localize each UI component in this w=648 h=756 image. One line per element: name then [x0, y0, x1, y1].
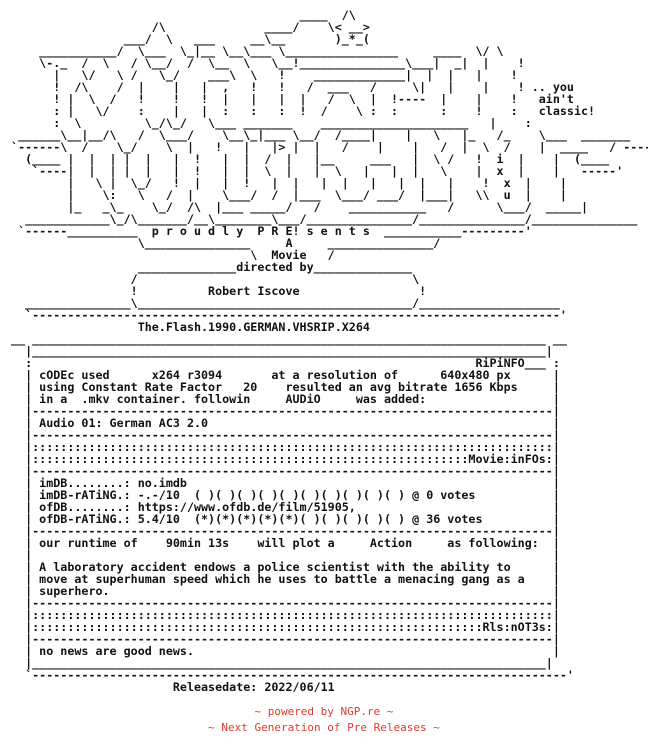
nfo-line: ____________\_/\_______/__\________\___/…	[4, 212, 638, 226]
nfo-line: ___________/ \___ \_|__ \__\___ \_______…	[4, 44, 504, 58]
nfo-line: Releasedate: 2022/06/11	[4, 680, 335, 694]
nfo-line: | in a .mkv container. followin AUDiO wa…	[4, 392, 560, 406]
nfo-line: |---------------------------------------…	[4, 428, 560, 442]
nfo-line: ______________directed by______________	[4, 260, 413, 274]
nfo-line: \ Movie /	[4, 248, 335, 262]
nfo-line: ! /\ / | | | , ! ! / ___ / \| | | ! .. y…	[4, 80, 574, 94]
nfo-line: | \/ \ / \_/ ___\ \ ! _____________| | |…	[4, 68, 518, 82]
nfo-line: The.Flash.1990.GERMAN.VHSRIP.X264	[4, 320, 370, 334]
nfo-line: __ _____________________________________…	[4, 332, 567, 346]
nfo-line: |---------------------------------------…	[4, 596, 560, 610]
nfo-line: | using Constant Rate Factor 20 resulted…	[4, 380, 560, 394]
nfo-line: \-._ / \ / \__/ / \__ \ \__!____________…	[4, 56, 525, 70]
nfo-line: _______________\________________________…	[4, 296, 560, 310]
nfo-line: `---------------------------------------…	[4, 668, 574, 682]
nfo-line: |---------------------------------------…	[4, 632, 560, 646]
nfo-line: | ofDB-rATiNG.: 5.4/10 (*)(*)(*)(*)(*)( …	[4, 512, 560, 526]
nfo-line: | cODEc used x264 r3094 at a resolution …	[4, 368, 560, 382]
nfo-line: ___/ \ ___ __\__ )_*_(	[4, 32, 370, 46]
nfo-line: : | \/ : | | : : : ! / \ : : : ! : class…	[4, 104, 596, 118]
nfo-line: |_______________________________________…	[4, 656, 553, 670]
nfo-line: : \ \_/\_/ \___ _______ ________________…	[4, 116, 532, 130]
nfo-line: | ofDB........: https://www.ofdb.de/film…	[4, 500, 560, 514]
nfo-line: : RiPiNFO___ :	[4, 356, 560, 370]
nfo-line: ! | \ / ! ! ! | | | | / \ | !---- | | ! …	[4, 92, 574, 106]
nfo-line: `------__________ p r o u d l y P R E! s…	[4, 224, 532, 238]
nfo-line: |---------------------------------------…	[4, 524, 560, 538]
nfo-line: | \: \ / | \___/ / |___ \___/ ___/ |___|…	[4, 188, 567, 202]
nfo-line: `----| | | | | | ! | | \ | | \ | | | \ |…	[4, 164, 624, 178]
nfo-line: ____ /\	[4, 8, 356, 22]
nfo-line: \_______________ A _______________/	[4, 236, 441, 250]
nfo-line: |:::::::::::::::::::::::::::::::::::::::…	[4, 608, 560, 622]
powered-by-text: ~ powered by NGP.re ~	[254, 705, 394, 718]
nfo-line: |---------------------------------------…	[4, 404, 560, 418]
nfo-line: | A laboratory accident endows a police …	[4, 560, 560, 574]
nfo-line: ______\__|__/\ / \___/ \__\_|___ \__/ /_…	[4, 128, 631, 142]
nfo-line: / \	[4, 272, 420, 286]
nfo-line: /\ ____/ \< __>	[4, 20, 370, 34]
nfo-line: | move at superhuman speed which he uses…	[4, 572, 560, 586]
nfo-line: (____ | | | | | | ! | | / | |__ ___ | \ …	[4, 152, 610, 166]
nfo-line: |:::::::::::::::::::::::::::::::::::::::…	[4, 440, 560, 454]
nfo-line: | superhero. |	[4, 584, 560, 598]
nfo-line: | imDB-rATiNG.: -.-/10 ( )( )( )( )( )( …	[4, 488, 560, 502]
nfo-line: ! Robert Iscove !	[4, 284, 427, 298]
nfo-line: | |	[4, 548, 560, 562]
nfo-line: |_______________________________________…	[4, 344, 553, 358]
tagline-text: ~ Next Generation of Pre Releases ~	[208, 721, 440, 734]
nfo-line: |:::::::::::::::::::::::::::::::::::::::…	[4, 452, 560, 466]
nfo-line: |---------------------------------------…	[4, 464, 560, 478]
nfo-line: | no news are good news. |	[4, 644, 560, 658]
nfo-line: | imDB........: no.imdb |	[4, 476, 560, 490]
nfo-line: `---------------------------------------…	[4, 308, 567, 322]
nfo-line: | our runtime of 90min 13s will plot a A…	[4, 536, 560, 550]
footer: ~ powered by NGP.re ~ ~ Next Generation …	[0, 704, 648, 736]
nfo-line: | \ | \_/ ! | | ! | | | | | | | | ! x | …	[4, 176, 567, 190]
nfo-line: |:::::::::::::::::::::::::::::::::::::::…	[4, 620, 560, 634]
nfo-text-block: ____ /\ /\ ____/ \< __> ___/ \ ___ __\__…	[4, 9, 648, 693]
nfo-line: |_ _\_ \_/ /\ |___ _____/ / ___________ …	[4, 200, 589, 214]
nfo-line: `------\ / \_/ \ | ! | |> | | / | | / | …	[4, 140, 648, 154]
nfo-line: | Audio 01: German AC3 2.0 |	[4, 416, 560, 430]
